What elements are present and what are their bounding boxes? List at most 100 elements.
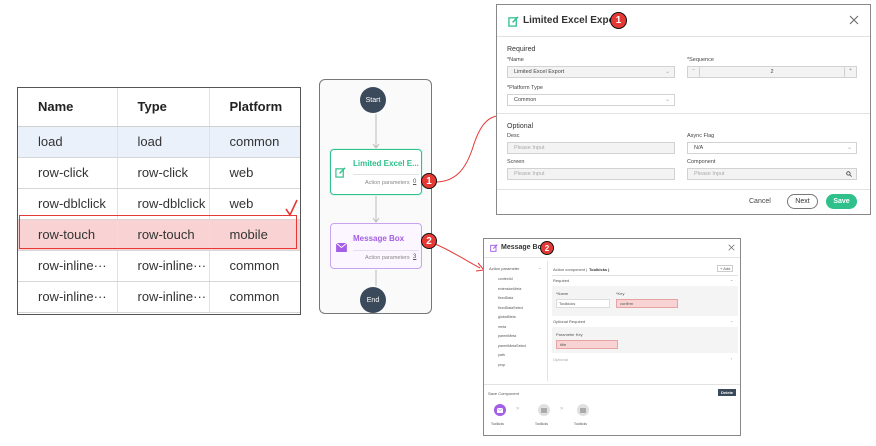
limited-excel-export-modal: Limited Excel Export 1 Required *Name Li… [496, 4, 871, 215]
save-button[interactable]: Save [826, 194, 857, 209]
platform-type-label: *Platform Type [507, 85, 543, 91]
chevron-down-icon: ⌄ [730, 277, 734, 282]
sequence-value: 2 [770, 69, 774, 75]
delete-button[interactable]: Delete [718, 389, 737, 396]
edit-icon [508, 16, 519, 27]
cell-platform: common [209, 126, 300, 158]
name-input[interactable]: Limited Excel Export ⌄ [507, 66, 675, 78]
node-param-count[interactable]: 3 [413, 254, 417, 260]
cell-type: row-click [117, 157, 210, 189]
flow-node-limited-excel-export[interactable]: Limited Excel E... Action parameters 0 [330, 149, 422, 195]
divider [484, 384, 740, 385]
action-component-label: Action component | [553, 267, 588, 272]
sequence-minus-button[interactable]: − [688, 67, 700, 77]
required-label: Required [553, 278, 570, 283]
list-item[interactable]: prop [498, 362, 506, 367]
cell-name: row-dblclick [18, 188, 118, 220]
key-column-label: *Key [616, 291, 625, 296]
sequence-stepper[interactable]: − 2 + [687, 66, 857, 78]
cell-platform: web [209, 157, 300, 189]
step-3[interactable] [577, 404, 589, 416]
cancel-button[interactable]: Cancel [749, 198, 771, 205]
parameter-key-input[interactable]: title [556, 340, 618, 349]
flow-node-message-box[interactable]: Message Box Action parameters 3 [330, 223, 422, 269]
table-row-highlighted[interactable]: row-touch row-touch mobile [18, 219, 300, 251]
node-title: Limited Excel E... [353, 159, 419, 168]
cell-type: load [117, 126, 210, 158]
list-item[interactable]: contextId [498, 277, 513, 281]
desc-label: Desc [507, 133, 520, 139]
list-item[interactable]: parentMeta [498, 334, 517, 338]
optional-required-label: Optional Required [553, 319, 586, 324]
list-item[interactable]: globalMeta [498, 315, 516, 319]
modal-title: Message Box [501, 244, 546, 251]
desc-input[interactable]: Please Input [507, 142, 675, 154]
cell-name: row-click [18, 157, 118, 189]
name-select-value: Toolkicks [559, 301, 576, 306]
callout-badge-2: 2 [421, 233, 437, 249]
list-item[interactable]: fixedData [498, 296, 514, 300]
step-2[interactable] [538, 404, 550, 416]
step-3-label: Toolkicks [574, 422, 587, 426]
chevron-down-icon: ⌄ [664, 97, 670, 103]
node-divider [353, 250, 419, 251]
search-icon[interactable] [846, 171, 852, 177]
double-chevron-icon: » [560, 406, 564, 412]
list-item[interactable]: fixedDataSelect [498, 305, 524, 310]
async-flag-label: Async Flag [687, 133, 715, 139]
close-icon[interactable] [849, 15, 859, 25]
sequence-plus-button[interactable]: + [844, 67, 856, 77]
modal-header-divider [497, 36, 870, 37]
footer-divider [497, 189, 870, 190]
step-2-label: Toolkicks [535, 422, 548, 426]
node-divider [353, 174, 419, 175]
message-box-modal: Message Box 2 Action parameter ⌄ context… [483, 238, 741, 436]
chevron-down-icon: ⌄ [730, 318, 734, 323]
flow-start-node[interactable]: Start [360, 87, 386, 113]
table-row[interactable]: row-dblclick row-dblclick web [18, 188, 300, 220]
header-platform[interactable]: Platform [209, 88, 300, 127]
list-item[interactable]: parentMetaSelect [498, 343, 527, 348]
cell-type: row-inline··· [117, 250, 210, 282]
table-row[interactable]: row-inline··· row-inline··· common [18, 250, 300, 282]
chevron-down-icon: ⌄ [664, 69, 670, 75]
table-header-row: Name Type Platform [18, 88, 300, 127]
screen-input[interactable]: Please Input [507, 168, 675, 180]
node-param-label: Action parameters [365, 255, 410, 261]
key-input-value: confirm [620, 301, 634, 306]
header-name[interactable]: Name [18, 88, 118, 127]
name-select[interactable]: Toolkicks [556, 299, 610, 308]
async-flag-select[interactable]: N/A ⌄ [687, 142, 857, 154]
platform-type-value: Common [514, 97, 537, 103]
step-1[interactable] [494, 404, 506, 416]
table-row[interactable]: row-click row-click web [18, 157, 300, 189]
save-component-label: Save Component [488, 391, 519, 396]
document-icon [580, 407, 586, 413]
action-parameter-title: Action parameter [489, 266, 520, 271]
edit-icon [490, 244, 498, 252]
add-button[interactable]: + Add [717, 265, 734, 272]
list-item[interactable]: extensionMeta [498, 286, 522, 291]
component-input[interactable]: Please Input [687, 168, 857, 180]
screen-placeholder: Please Input [514, 171, 545, 177]
close-icon[interactable] [728, 244, 735, 251]
table-row[interactable]: load load common [18, 126, 300, 158]
modal-title: Limited Excel Export [523, 15, 622, 26]
list-item[interactable]: path [498, 353, 505, 357]
list-item[interactable]: meta [498, 324, 506, 329]
required-section: *Name *Key Toolkicks confirm [552, 286, 738, 316]
edit-icon [335, 167, 346, 178]
flow-panel: Start Limited Excel E... Action paramete… [319, 79, 432, 314]
cell-name: row-touch [18, 219, 118, 251]
node-param-count[interactable]: 0 [413, 179, 417, 185]
table-row[interactable]: row-inline··· row-inline··· common [18, 281, 300, 313]
async-flag-value: N/A [694, 145, 704, 151]
platform-type-select[interactable]: Common ⌄ [507, 94, 675, 106]
action-parameter-panel: Action parameter ⌄ contextId extensionMe… [486, 261, 548, 381]
modal-badge: 1 [610, 12, 627, 29]
key-input[interactable]: confirm [616, 299, 678, 308]
flow-end-node[interactable]: End [360, 287, 386, 313]
cell-platform: web [209, 188, 300, 220]
next-button[interactable]: Next [787, 194, 818, 209]
header-type[interactable]: Type [117, 88, 210, 127]
